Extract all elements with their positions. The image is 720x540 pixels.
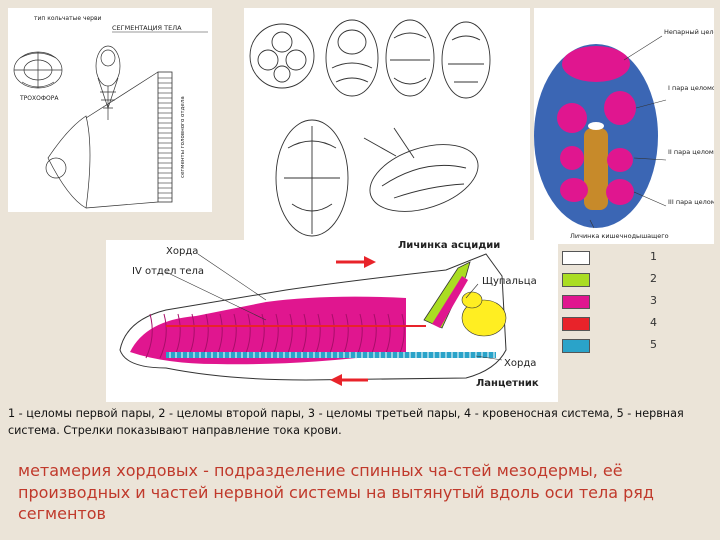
legend-number: 1	[650, 250, 657, 263]
tentacles-label: Щупальца	[482, 276, 537, 287]
ascidian-label: Личинка асцидии	[398, 240, 500, 251]
trochophore-drawing	[13, 51, 63, 89]
coelom-pair2-right	[607, 148, 633, 172]
legend-swatch	[562, 317, 590, 331]
first-coelom-tube	[432, 276, 468, 328]
gut	[584, 128, 608, 210]
tentacles-yellow	[461, 299, 507, 337]
unpaired-coelom	[562, 46, 630, 82]
coelom-drawing: Непарный целом I пара целомов II пара це…	[534, 28, 714, 240]
worm-type-label: тип кольчатые черви	[34, 15, 102, 22]
legend-swatch	[562, 339, 590, 353]
legend-number: 5	[650, 338, 657, 351]
body-part-label: IV отдел тела	[132, 266, 204, 277]
lancelet-figure: Хорда Личинка асцидии IV отдел тела Щупа…	[106, 240, 558, 402]
legend-number: 2	[650, 272, 657, 285]
body-outline	[119, 253, 507, 381]
coelom-pair1-right	[604, 91, 636, 125]
coelom-pair2-left	[560, 146, 584, 170]
figure-caption: 1 - целомы первой пары, 2 - целомы второ…	[8, 407, 684, 437]
legend-number: 4	[650, 316, 657, 329]
axis-label: сегменты головного отдела	[180, 96, 186, 178]
embryos-drawing	[249, 19, 491, 237]
legend-number: 3	[650, 294, 657, 307]
blood-flow-arrow-right	[364, 256, 376, 268]
segmentation-title: СЕГМЕНТАЦИЯ ТЕЛА	[112, 24, 182, 32]
coelom-pair3-left	[560, 178, 588, 202]
legend-item: 4	[558, 314, 668, 334]
legend-swatch	[562, 273, 590, 287]
metamerism-definition: метамерия хордовых - подразделение спинн…	[18, 461, 654, 523]
pair3-label: III пара целомов	[668, 198, 714, 206]
segmented-worm-drawing	[157, 71, 173, 203]
coelom-pair1-left	[557, 103, 587, 133]
embryos-figure	[244, 8, 530, 244]
legend-item: 2	[558, 270, 668, 290]
legend-item: 1	[558, 248, 668, 268]
third-coelom-mass	[130, 296, 406, 365]
larva-label: Личинка кишечнодышащего	[570, 232, 669, 240]
elongated-body-drawing	[45, 71, 159, 209]
segmentation-drawing: тип кольчатые черви СЕГМЕНТАЦИЯ ТЕЛА ТРО…	[13, 15, 208, 209]
unpaired-coelom-label: Непарный целом	[664, 28, 714, 36]
segmentation-figure: тип кольчатые черви СЕГМЕНТАЦИЯ ТЕЛА ТРО…	[8, 8, 212, 212]
legend: 1 2 3 4 5	[558, 244, 668, 356]
coelom-pair3-right	[606, 179, 634, 205]
legend-item: 5	[558, 336, 668, 356]
pair2-label: II пара целомов	[668, 148, 714, 156]
legend-item: 3	[558, 292, 668, 312]
chord-label-top: Хорда	[166, 246, 198, 257]
trochophore-label: ТРОХОФОРА	[19, 95, 59, 102]
coelom-figure: Непарный целом I пара целомов II пара це…	[534, 8, 714, 244]
larva-stages-drawing	[95, 45, 121, 120]
pair1-label: I пара целомов	[668, 84, 714, 92]
lancelet-label: Ланцетник	[476, 378, 539, 389]
lancelet-drawing: Хорда Личинка асцидии IV отдел тела Щупа…	[119, 240, 539, 389]
blood-flow-arrow-left	[330, 374, 342, 386]
chord-label-bottom: Хорда	[504, 358, 536, 369]
nerve-cord	[166, 352, 496, 358]
legend-swatch	[562, 251, 590, 265]
legend-swatch	[562, 295, 590, 309]
